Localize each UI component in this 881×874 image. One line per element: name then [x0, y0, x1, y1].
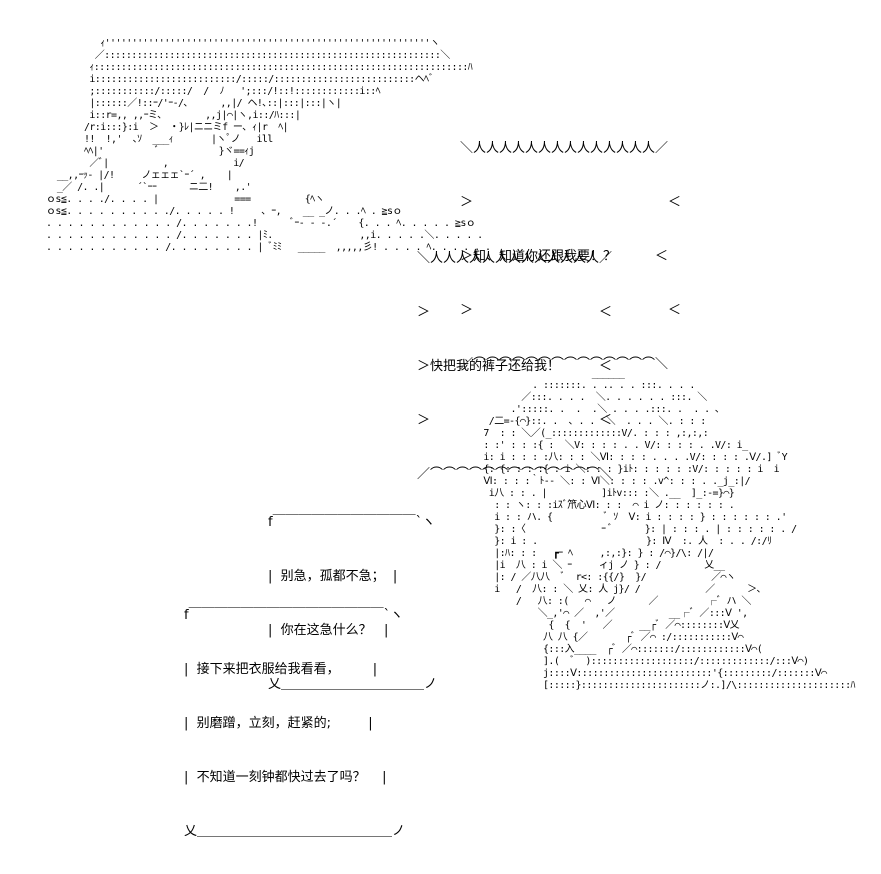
- bubble-row: ＞ ＜: [460, 195, 682, 210]
- speech-bubble-top-1: ＼人人人人人人人人人人人人人人／ ＞ ＜ ＞知、知道你还跟我要！？ ＜ ＞ ＜ …: [460, 104, 681, 392]
- bubble-row: ＼人人人人人人人人人人人人人／: [417, 251, 613, 266]
- bubble-row: ＞ ＜: [460, 303, 682, 318]
- speech-bubble-top-2: ＼人人人人人人人人人人人人人／ ＞ ＜ ＞快把我的裤子还给我！ ＜ ＞ ＜ ／⌒…: [417, 214, 612, 502]
- bubble-row: f￣￣￣￣￣￣￣￣￣￣￣￣￣￣￣`ヽ: [184, 608, 404, 623]
- bubble-text: | 接下来把衣服给我看看， |: [184, 662, 378, 677]
- ascii-art-bottom-character: ______ . :::::::. . .. . . :::. . . . ／:…: [483, 368, 855, 691]
- bubble-row: ＼人人人人人人人人人人人人人人／: [460, 141, 669, 156]
- bubble-text: | 你在这急什么？ |: [268, 623, 389, 638]
- bubble-text: | 不知道一刻钟都快过去了吗？ |: [184, 770, 387, 785]
- bubble-row: 乂＿＿＿＿＿＿＿＿＿＿＿＿＿＿＿ノ: [184, 824, 406, 839]
- bubble-text: ＞知、知道你还跟我要！？ ＜: [460, 249, 669, 264]
- bubble-text: ＞快把我的裤子还给我！ ＜: [417, 359, 613, 374]
- speech-bubble-bottom-1: f￣￣￣￣￣￣￣￣￣￣￣`ヽ | 别急，孤都不急； | | 你在这急什么？ | …: [268, 478, 437, 712]
- bubble-row: ＞ ＜: [417, 413, 613, 428]
- ascii-art-top-character: ｨ'''''''''''''''''''''''''''''''''''''''…: [46, 38, 491, 253]
- bubble-row: ／⌒⌒⌒⌒⌒⌒⌒⌒⌒⌒⌒⌒⌒⌒＼: [460, 357, 669, 372]
- bubble-row: 乂＿＿＿＿＿＿＿＿＿＿＿ノ: [268, 677, 438, 692]
- bubble-text: | 别磨蹭，立刻，赶紧的; |: [184, 716, 373, 731]
- speech-bubble-bottom-2: f￣￣￣￣￣￣￣￣￣￣￣￣￣￣￣`ヽ | 接下来把衣服给我看看， | | 别磨蹭…: [184, 571, 405, 859]
- bubble-row: ／⌒⌒⌒⌒⌒⌒⌒⌒⌒⌒⌒⌒⌒＼: [417, 467, 613, 482]
- bubble-text: | 别急，孤都不急； |: [268, 569, 398, 584]
- bubble-row: f￣￣￣￣￣￣￣￣￣￣￣`ヽ: [268, 515, 436, 530]
- bubble-row: ＞ ＜: [417, 305, 613, 320]
